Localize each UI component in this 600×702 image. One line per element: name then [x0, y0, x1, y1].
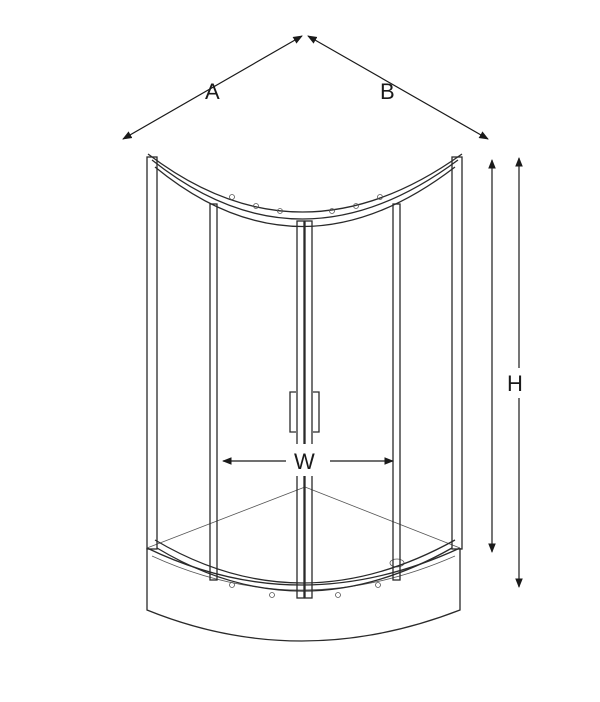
- left-post: [146, 156, 158, 550]
- bottom-rollers: [229, 582, 381, 598]
- enclosure-frame: [146, 153, 463, 599]
- right-fixed-edge: [392, 203, 401, 581]
- label-b: B: [380, 79, 395, 104]
- top-rollers: [229, 194, 383, 214]
- label-w: W: [294, 449, 315, 474]
- dimension-a: A: [122, 35, 303, 140]
- right-door-edge: [304, 220, 313, 599]
- left-door-edge: [296, 220, 305, 599]
- dimension-h: H: [488, 157, 532, 588]
- dimension-b: B: [307, 35, 489, 140]
- drain-icon: [389, 558, 405, 568]
- label-a: A: [205, 79, 220, 104]
- dimension-w: W: [222, 444, 394, 476]
- label-h: H: [507, 371, 523, 396]
- left-fixed-edge: [209, 203, 218, 581]
- left-handle-icon: [289, 391, 296, 433]
- right-handle-icon: [313, 391, 320, 433]
- right-post: [451, 156, 463, 550]
- door-handles: [289, 391, 320, 433]
